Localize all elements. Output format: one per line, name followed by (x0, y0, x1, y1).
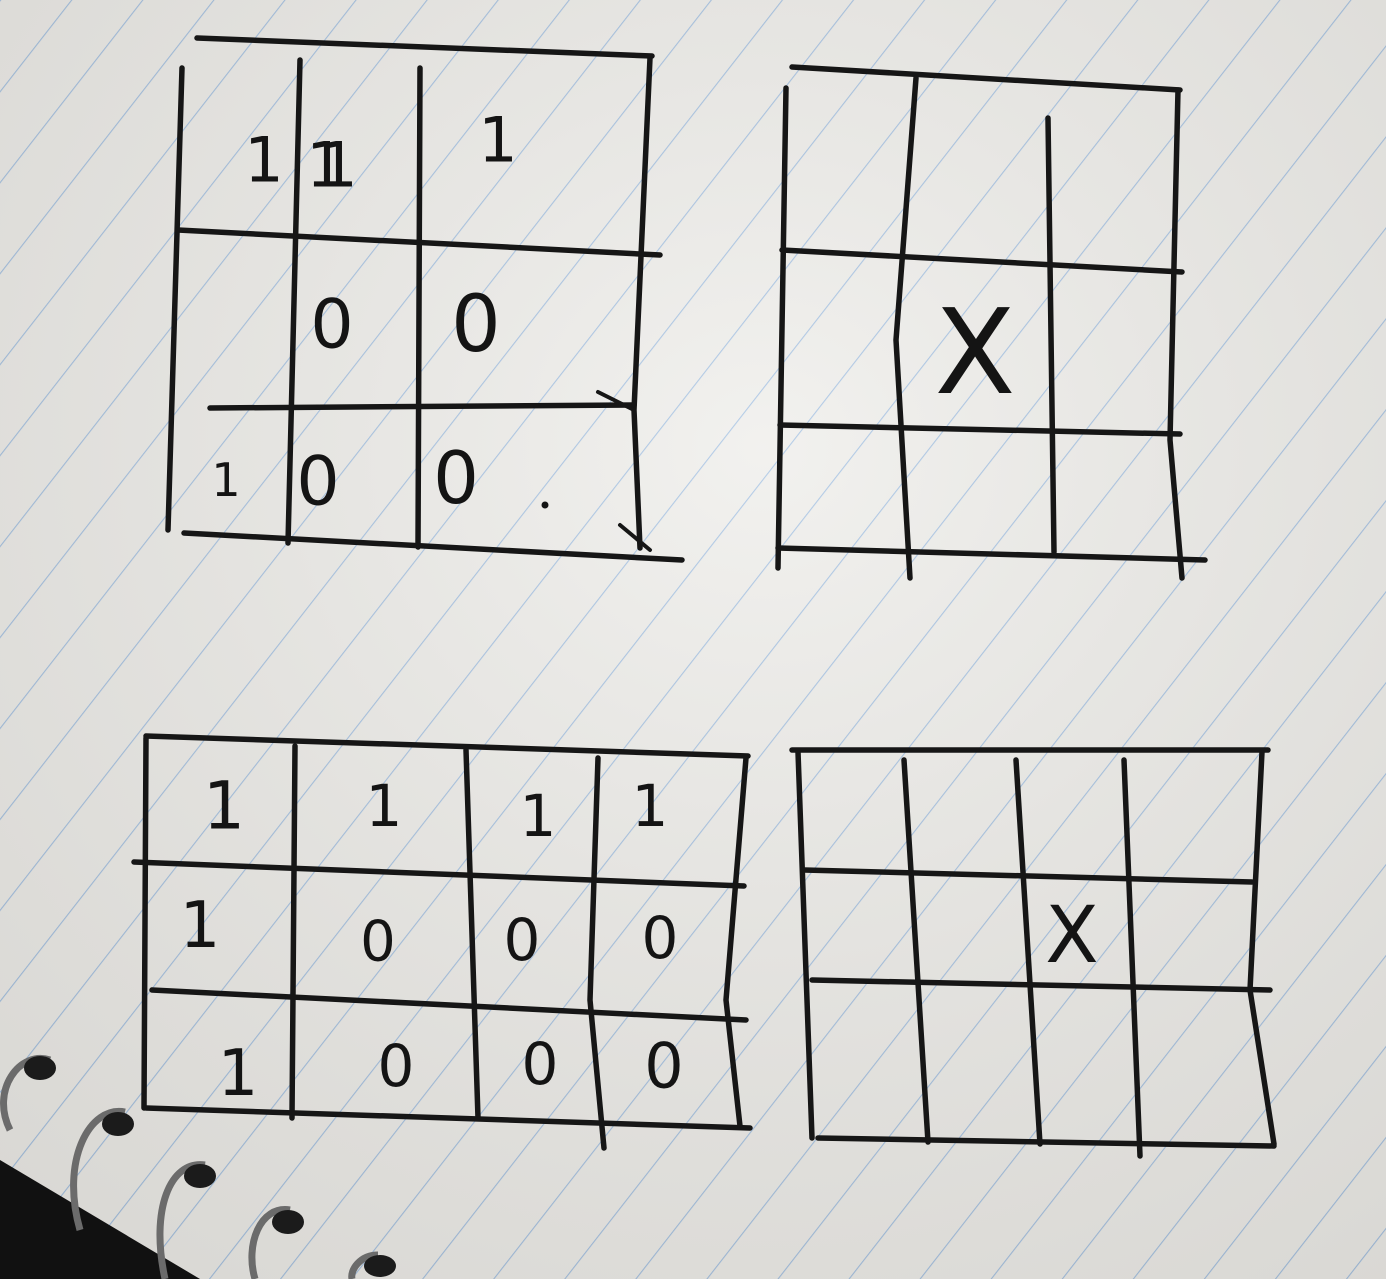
grid-line (289, 743, 298, 1121)
grid-line (149, 987, 749, 1023)
cell-r2c4: 0 (642, 904, 679, 972)
grid-line (779, 247, 1185, 275)
grid-line (723, 755, 749, 1129)
cell-r1c1: 1 (203, 768, 245, 845)
grid-line (1167, 87, 1185, 581)
cell-r2c2-mark: X (935, 283, 1016, 421)
cell-r1c1: 1 (244, 124, 283, 197)
spiral-hole (272, 1210, 304, 1234)
grid-line (587, 755, 607, 1151)
grid-line (809, 977, 1273, 993)
cell-r3c4: 0 (644, 1030, 683, 1103)
spiral-hole (184, 1164, 216, 1188)
grid-line (415, 65, 423, 550)
cell-r1c2b: 1 (306, 129, 345, 202)
cell-r3c1: 1 (218, 1037, 259, 1111)
grid-line (1045, 115, 1057, 555)
cell-r3c3: 0 (522, 1030, 559, 1098)
grid-line (165, 65, 185, 533)
grid-line (789, 64, 1183, 93)
cell-r2c3: 0 (504, 906, 541, 974)
grid-line (194, 35, 655, 59)
spiral-hole (102, 1112, 134, 1136)
cell-r1c3: 1 (478, 104, 517, 177)
grid-line (775, 545, 1208, 563)
cell-r3c2: 0 (378, 1032, 415, 1100)
notebook-cover-edge (0, 1160, 200, 1279)
cell-r2c1: 1 (180, 889, 221, 963)
spiral-ring (70, 1107, 126, 1231)
grid-top-right: X (775, 64, 1208, 581)
spiral-binding (0, 1055, 396, 1279)
cell-r1c2: 1 (318, 129, 357, 202)
grid-line (175, 227, 663, 258)
grid-line (141, 735, 149, 1111)
cell-r2c3-mark: X (1045, 891, 1098, 981)
cell-r1c4: 1 (632, 772, 669, 840)
ink-dot (541, 501, 549, 509)
grid-line (893, 75, 919, 581)
grid-line (618, 523, 652, 552)
grid-line (901, 757, 931, 1145)
grid-line (596, 390, 636, 412)
grid-line (143, 1105, 753, 1131)
spiral-hole (24, 1056, 56, 1080)
cell-r3c2: 0 (296, 443, 339, 522)
cell-r1c2: 1 (366, 772, 403, 840)
grid-line (181, 530, 685, 563)
grid-line (775, 85, 789, 571)
cell-r2c3: 0 (451, 280, 501, 370)
cell-r3c3: 0 (433, 436, 479, 520)
grid-line (777, 422, 1183, 437)
grid-line (815, 1135, 1277, 1149)
cell-r3c1: 1 (211, 453, 240, 507)
grid-line (143, 733, 751, 759)
grid-bottom-right: X (789, 747, 1277, 1159)
grid-line (1121, 757, 1143, 1159)
grid-line (285, 57, 303, 546)
grid-line (131, 859, 747, 889)
cell-r2c2: 0 (360, 910, 396, 975)
grid-line (207, 402, 637, 411)
cell-r1c3: 1 (520, 782, 557, 850)
spiral-hole (364, 1255, 396, 1277)
grid-line (1013, 757, 1043, 1147)
spiral-ring (248, 1206, 291, 1279)
grid-line (795, 749, 815, 1141)
grid-line (801, 867, 1255, 885)
cell-r2c2: 0 (310, 286, 353, 365)
grid-line (463, 747, 481, 1121)
grid-bottom-left: 1 1 1 1 1 0 0 0 1 0 0 0 (131, 733, 753, 1151)
grid-top-left: 1 1 1 1 0 0 1 0 0 (165, 35, 685, 563)
spiral-ring (348, 1251, 379, 1279)
